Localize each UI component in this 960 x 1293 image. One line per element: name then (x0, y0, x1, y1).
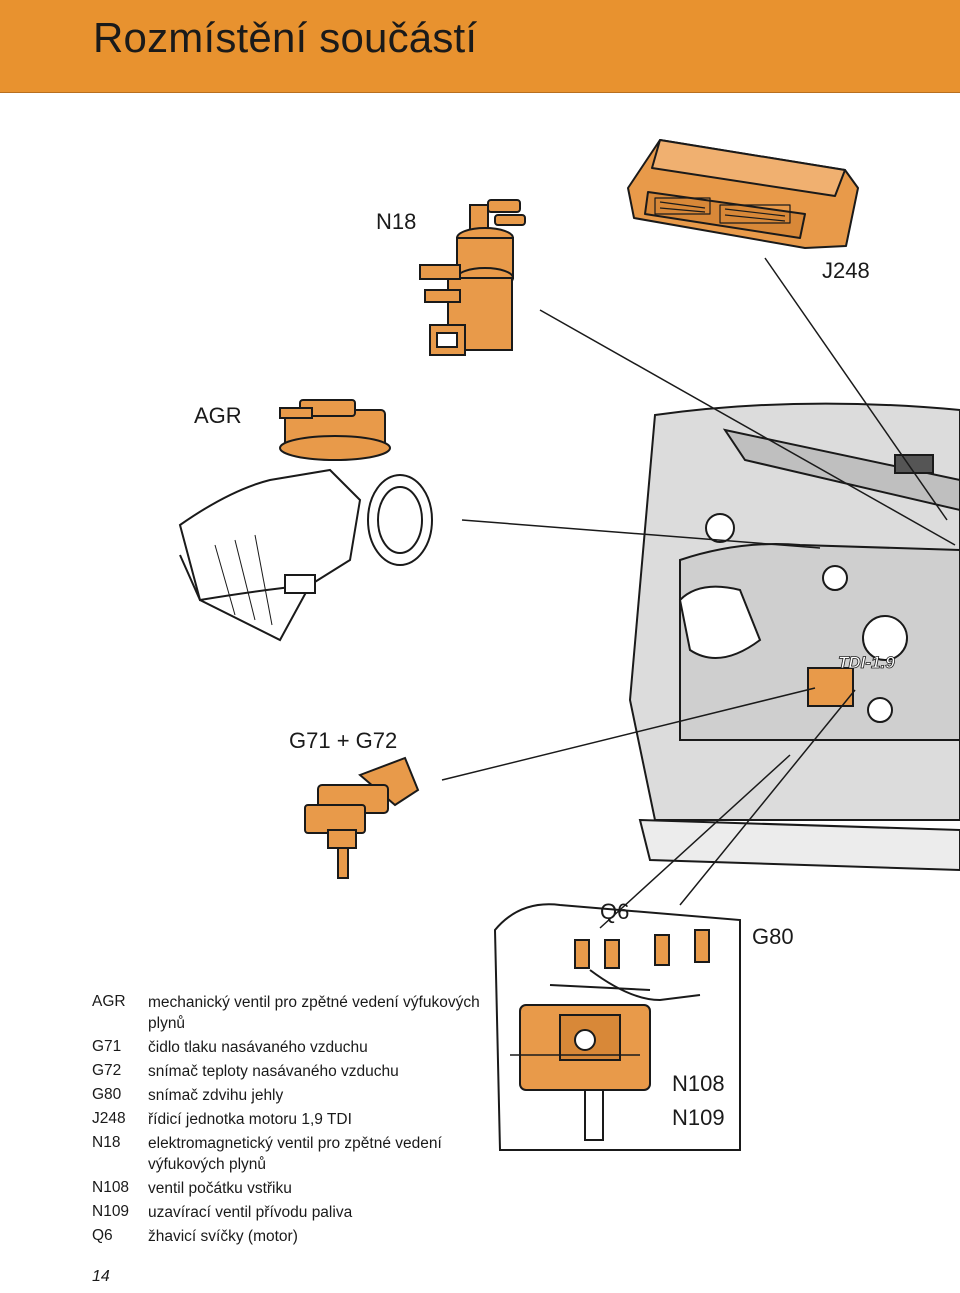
engine-bay-drawing (628, 402, 960, 872)
component-illustration: TDI-1.9 (178, 139, 960, 1151)
legend-text: mechanický ventil pro zpětné vedení výfu… (148, 994, 480, 1032)
callout-n108: N108 (672, 1071, 725, 1096)
callout-agr: AGR (194, 403, 242, 428)
callout-n18: N18 (376, 209, 417, 234)
callout-g71-g72: G71 + G72 (289, 728, 398, 753)
legend-text: snímač teploty nasávaného vzduchu (148, 1063, 399, 1080)
engine-badge: TDI-1.9 (838, 653, 895, 672)
legend-row-g72: G72 snímač teploty nasávaného vzduchu (92, 1059, 492, 1083)
ecu-j248-drawing (627, 139, 859, 249)
legend-text: ventil počátku vstřiku (148, 1180, 292, 1197)
legend-row-n108: N108 ventil počátku vstřiku (92, 1176, 492, 1200)
sensor-g71-g72-drawing (304, 756, 420, 879)
callout-q6: Q6 (600, 899, 630, 924)
legend-code: N18 (92, 1134, 121, 1151)
legend-row-n109: N109 uzavírací ventil přívodu paliva (92, 1200, 492, 1224)
valve-agr-drawing (178, 399, 433, 642)
legend-text: čidlo tlaku nasávaného vzduchu (148, 1039, 368, 1056)
page-header: Rozmístění součástí (0, 0, 960, 93)
legend-code: N109 (92, 1203, 130, 1220)
page-title: Rozmístění součástí (93, 14, 478, 61)
legend-row-g80: G80 snímač zdvihu jehly (92, 1083, 492, 1107)
legend-text: snímač zdvihu jehly (148, 1087, 284, 1104)
legend-row-n18: N18 elektromagnetický ventil pro zpětné … (92, 1131, 492, 1176)
legend-code: N108 (92, 1179, 130, 1196)
page-number: 14 (92, 1268, 110, 1285)
legend-code: G80 (92, 1086, 122, 1103)
legend-text: elektromagnetický ventil pro zpětné vede… (148, 1135, 442, 1173)
legend-code: J248 (92, 1110, 126, 1127)
injection-pump-drawing (493, 903, 741, 1151)
legend-code: G72 (92, 1062, 122, 1079)
legend-code: AGR (92, 993, 126, 1010)
legend-code: G71 (92, 1038, 122, 1055)
legend-row-q6: Q6 žhavicí svíčky (motor) (92, 1224, 492, 1248)
legend-text: žhavicí svíčky (motor) (148, 1228, 298, 1245)
callout-leader-lines (441, 257, 956, 1056)
legend-text: řídicí jednotka motoru 1,9 TDI (148, 1111, 352, 1128)
legend: AGR mechanický ventil pro zpětné vedení … (92, 990, 492, 1248)
callout-g80: G80 (752, 924, 794, 949)
legend-row-agr: AGR mechanický ventil pro zpětné vedení … (92, 990, 492, 1035)
callout-j248: J248 (822, 258, 870, 283)
callout-n109: N109 (672, 1105, 725, 1130)
legend-text: uzavírací ventil přívodu paliva (148, 1204, 353, 1221)
legend-row-g71: G71 čidlo tlaku nasávaného vzduchu (92, 1035, 492, 1059)
valve-n18-drawing (419, 199, 526, 356)
legend-row-j248: J248 řídicí jednotka motoru 1,9 TDI (92, 1107, 492, 1131)
legend-code: Q6 (92, 1227, 113, 1244)
